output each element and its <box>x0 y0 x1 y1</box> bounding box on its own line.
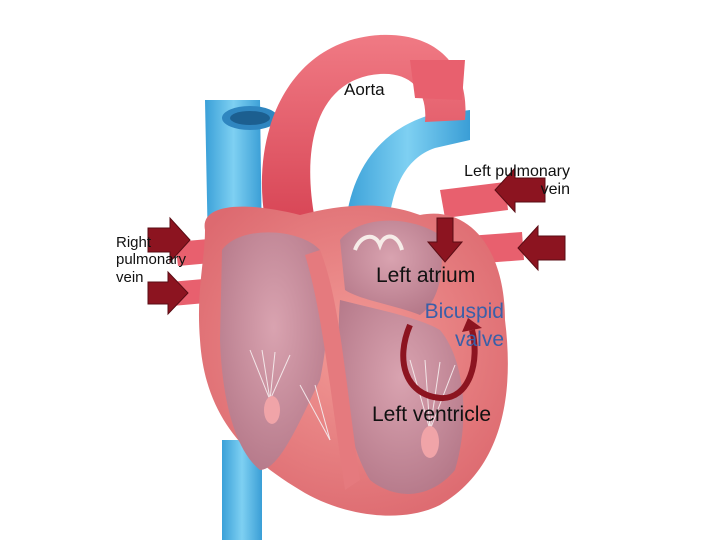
label-left-atrium: Left atrium <box>376 264 476 287</box>
label-aorta: Aorta <box>344 80 385 99</box>
aortic-valve <box>353 234 404 251</box>
label-left-pulmonary-vein: Left pulmonary vein <box>464 163 570 199</box>
papillary-muscle-left <box>421 426 439 458</box>
pulmonary-artery <box>345 110 470 235</box>
label-bicuspid-valve: Bicuspid valve <box>424 300 504 352</box>
left-atrium-chamber <box>340 220 442 315</box>
label-left-ventricle: Left ventricle <box>372 403 492 426</box>
papillary-muscle-right <box>264 396 280 424</box>
aorta-branch <box>410 60 465 100</box>
arrow-left-pulmonary-upper <box>494 166 546 214</box>
arrow-into-left-atrium <box>426 217 464 263</box>
arrow-right-pulmonary-lower <box>147 270 189 316</box>
blood-flow-arrows <box>147 166 566 316</box>
label-right-pulmonary-vein: Right pulmonary vein <box>116 234 187 286</box>
arrow-left-pulmonary-lower <box>517 224 566 272</box>
curved-flow-arrowhead <box>462 318 482 332</box>
arrow-right-pulmonary-upper <box>147 216 191 264</box>
curved-flow-arrow <box>400 323 478 402</box>
left-pulmonary-vein-upper <box>440 182 508 218</box>
inferior-vena-cava <box>222 440 262 540</box>
septum <box>305 250 360 490</box>
right-chamber <box>220 232 328 470</box>
